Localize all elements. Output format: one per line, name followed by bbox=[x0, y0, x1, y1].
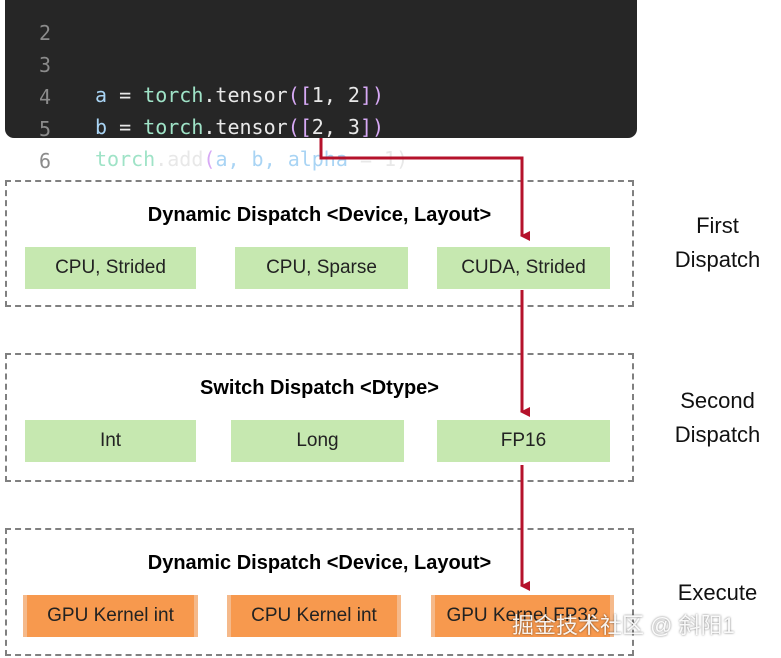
code-line: 6 bbox=[5, 116, 53, 173]
stage-title: Dynamic Dispatch <Device, Layout> bbox=[147, 204, 492, 226]
dispatch-box-cpu-strided: CPU, Strided bbox=[25, 247, 196, 289]
kernel-box-gpu-fp32: GPU Kernel FP32 bbox=[431, 595, 614, 637]
watermark: 掘金技术社区 @ 斜阳1 bbox=[512, 613, 735, 638]
first-dispatch-label: First Dispatch bbox=[674, 213, 761, 272]
line-number: 4 bbox=[38, 85, 51, 109]
arrow-code-to-cuda bbox=[319, 138, 530, 241]
dispatch-box-cuda-strided: CUDA, Strided bbox=[437, 247, 610, 289]
second-dispatch-label: Second Dispatch bbox=[674, 388, 761, 447]
dtype-box-long: Long bbox=[231, 420, 404, 462]
line-number: 2 bbox=[38, 21, 51, 45]
code-line: 3 a = torch.tensor([1, 2]) bbox=[5, 20, 384, 107]
execute-label: Execute bbox=[677, 580, 758, 605]
code-editor-panel: 2 3 a = torch.tensor([1, 2]) 4 b = torch… bbox=[5, 0, 637, 173]
code-line: 2 bbox=[5, 0, 53, 45]
dispatch-box-cpu-sparse: CPU, Sparse bbox=[235, 247, 408, 289]
line-number: 6 bbox=[38, 149, 51, 173]
first-dispatch-stage: Dynamic Dispatch <Device, Layout> CPU, S… bbox=[5, 180, 634, 307]
stage-title: Dynamic Dispatch <Device, Layout> bbox=[147, 552, 492, 574]
execute-stage: Dynamic Dispatch <Device, Layout> GPU Ke… bbox=[5, 528, 634, 656]
code-line: 4 b = torch.tensor([2, 3]) bbox=[5, 52, 384, 139]
code-line: 5 torch.add(a, b, alpha = 1) bbox=[5, 84, 408, 171]
second-dispatch-stage: Switch Dispatch <Dtype> Int Long FP16 bbox=[5, 353, 634, 482]
line-number: 3 bbox=[38, 53, 51, 77]
kernel-box-gpu-int: GPU Kernel int bbox=[23, 595, 198, 637]
line-number: 5 bbox=[38, 117, 51, 141]
dtype-box-fp16: FP16 bbox=[437, 420, 610, 462]
dtype-box-int: Int bbox=[25, 420, 196, 462]
kernel-box-cpu-int: CPU Kernel int bbox=[227, 595, 401, 637]
stage-title: Switch Dispatch <Dtype> bbox=[200, 377, 439, 399]
